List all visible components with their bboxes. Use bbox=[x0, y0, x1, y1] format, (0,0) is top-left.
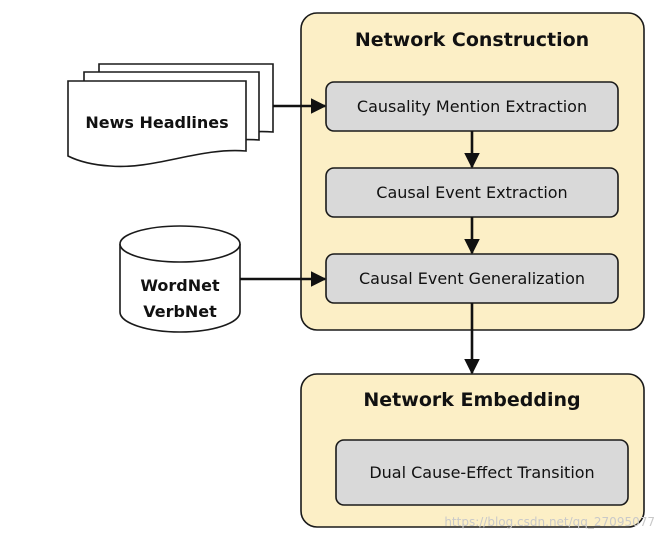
causality-mention-extraction-box: Causality Mention Extraction bbox=[325, 81, 619, 132]
network-embedding-title: Network Embedding bbox=[363, 389, 580, 411]
causal-event-generalization-box: Causal Event Generalization bbox=[325, 253, 619, 304]
network-construction-title: Network Construction bbox=[355, 29, 589, 51]
causal-event-extraction-box: Causal Event Extraction bbox=[325, 167, 619, 218]
wordnet-label: WordNet bbox=[140, 276, 220, 295]
causal-event-extraction-label: Causal Event Extraction bbox=[376, 183, 567, 202]
watermark-text: https://blog.csdn.net/qq_27095077 bbox=[444, 515, 655, 529]
dual-cause-effect-transition-box: Dual Cause-Effect Transition bbox=[335, 439, 629, 506]
verbnet-label: VerbNet bbox=[143, 302, 217, 321]
news-headlines-label: News Headlines bbox=[85, 113, 228, 132]
dual-cause-effect-transition-label: Dual Cause-Effect Transition bbox=[369, 463, 594, 482]
wordnet-verbnet-database: WordNet VerbNet bbox=[119, 225, 241, 333]
causal-event-generalization-label: Causal Event Generalization bbox=[359, 269, 585, 288]
causality-mention-extraction-label: Causality Mention Extraction bbox=[357, 97, 587, 116]
news-headlines-document-stack: News Headlines bbox=[67, 63, 274, 168]
